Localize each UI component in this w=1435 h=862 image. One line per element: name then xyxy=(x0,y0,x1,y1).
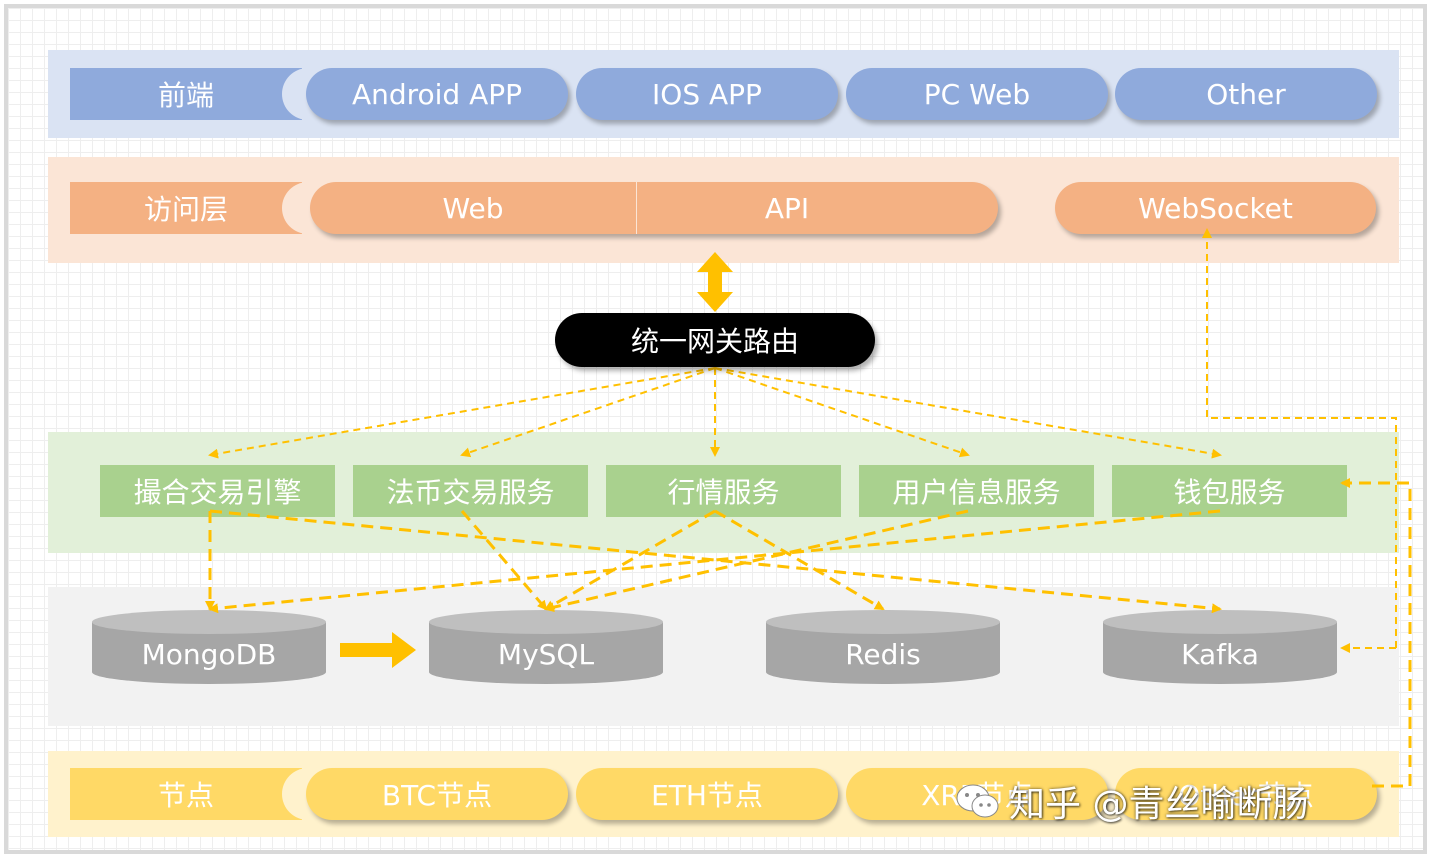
access-label: 访问层 xyxy=(70,182,302,234)
service-fiat-trading: 法币交易服务 xyxy=(353,465,588,517)
frontend-label: 前端 xyxy=(70,68,302,120)
gateway-router: 统一网关路由 xyxy=(555,313,875,367)
db-cylinder-mysql xyxy=(429,610,663,684)
node-pill-other: Other节点 xyxy=(1115,768,1377,820)
gateway-fanout-lines xyxy=(208,367,1222,459)
access-divider xyxy=(636,182,637,234)
service-user-info: 用户信息服务 xyxy=(859,465,1094,517)
nodes-label: 节点 xyxy=(70,768,302,820)
db-cylinder-kafka xyxy=(1103,610,1337,684)
frontend-pill-other: Other xyxy=(1115,68,1377,120)
db-cylinder-mongodb xyxy=(92,610,326,684)
node-pill-btc: BTC节点 xyxy=(306,768,568,820)
access-web-label: Web xyxy=(442,191,504,225)
frontend-pill-android: Android APP xyxy=(306,68,568,120)
watermark-text: 知乎 @青丝喻断肠 xyxy=(1009,784,1309,825)
db-cylinder-redis xyxy=(766,610,1000,684)
db-label-mongodb: MongoDB xyxy=(141,637,277,671)
db-label-kafka: Kafka xyxy=(1181,637,1259,671)
db-label-redis: Redis xyxy=(845,637,921,671)
frontend-pill-ios: IOS APP xyxy=(576,68,838,120)
watermark: 知乎 @青丝喻断肠 xyxy=(955,775,1308,827)
access-pill-websocket: WebSocket xyxy=(1055,182,1376,234)
service-matching-engine: 撮合交易引擎 xyxy=(100,465,335,517)
access-api-label: API xyxy=(764,191,810,225)
frontend-pill-pcweb: PC Web xyxy=(846,68,1108,120)
service-storage-lines xyxy=(205,509,1222,614)
service-market-data: 行情服务 xyxy=(606,465,841,517)
nodes-wallet-line xyxy=(1340,478,1412,788)
gateway-access-double-arrow xyxy=(697,252,733,312)
node-pill-eth: ETH节点 xyxy=(576,768,838,820)
wechat-icon xyxy=(956,784,999,818)
mongodb-to-mysql-arrow xyxy=(340,632,416,668)
db-label-mysql: MySQL xyxy=(497,637,595,671)
service-wallet: 钱包服务 xyxy=(1112,465,1347,517)
access-pill-web-api: Web API xyxy=(310,182,998,234)
websocket-feedback-line xyxy=(1202,228,1397,648)
